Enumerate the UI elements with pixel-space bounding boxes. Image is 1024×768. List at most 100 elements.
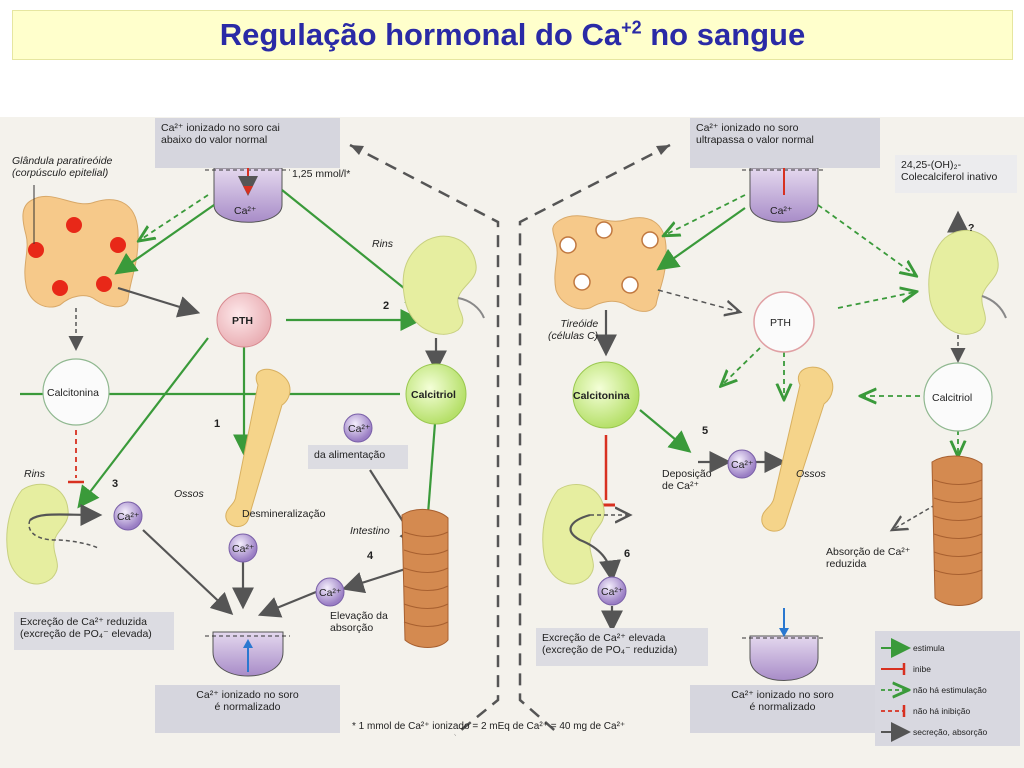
parathyroid-cell [52, 280, 68, 296]
left-bottom-line2: é normalizado [214, 701, 281, 713]
gland-line2: (corpúsculo epitelial) [12, 167, 109, 179]
right-excretion-box: Excreção de Ca²⁺ elevada (excreção de PO… [536, 628, 708, 666]
ca-food-label: Ca²⁺ [348, 423, 371, 435]
ca-intestine-label: Ca²⁺ [319, 587, 342, 599]
right-excr-line1: Excreção de Ca²⁺ elevada [542, 632, 666, 644]
left-bottom-line1: Ca²⁺ ionizado no soro [196, 689, 299, 701]
footnote: * 1 mmol de Ca²⁺ ionizado = 2 mEq de Ca²… [352, 721, 626, 732]
calcitonina-circle-left [42, 358, 110, 426]
calcitriol-circle-left [405, 363, 467, 425]
vitd-line2: Colecalciferol inativo [901, 171, 998, 183]
left-excretion-box: Excreção de Ca²⁺ reduzida (excreção de P… [14, 612, 174, 650]
thyroid-cell [621, 276, 639, 294]
calcitonina-circle-right [572, 361, 640, 429]
calcitonina-label-left: Calcitonina [47, 387, 99, 399]
ca-deposition-label: Ca²⁺ [731, 459, 754, 471]
title-suffix: no sangue [641, 17, 806, 52]
ca-kidney-circle-right [597, 576, 627, 606]
title-superscript: +2 [621, 17, 642, 38]
right-bottom-line2: é normalizado [749, 701, 816, 713]
intestine-left [401, 508, 449, 648]
ca-kidney-circle-left [113, 501, 143, 531]
absorcao-line2: reduzida [826, 558, 867, 570]
bone-left [225, 368, 291, 527]
elevacao-line2: absorção [330, 622, 374, 634]
title-prefix: Regulação hormonal do Ca [219, 17, 622, 52]
left-top-line1: Ca²⁺ ionizado no soro cai [161, 122, 280, 134]
parathyroid-cell [66, 217, 82, 233]
deposicao-line1: Deposição [662, 468, 712, 480]
ca-kidney-label-right: Ca²⁺ [601, 586, 624, 598]
right-top-line2: ultrapassa o valor normal [696, 134, 814, 146]
legend: estimula inibe não há estimulação não há… [875, 631, 1020, 746]
food-box: da alimentação [308, 445, 408, 469]
gland-label: Glândula paratireóide (corpúsculo epitel… [12, 155, 112, 179]
absorcao-line1: Absorção de Ca²⁺ [826, 546, 911, 558]
vitd-line1: 24,25-(OH)₂- [901, 159, 962, 171]
right-bottom-cup [749, 635, 819, 681]
intestine-right [931, 455, 983, 606]
title-bar: Regulação hormonal do Ca+2 no sangue [12, 10, 1013, 60]
calcitriol-label-left: Calcitriol [411, 389, 456, 401]
right-cup-label: Ca²⁺ [770, 205, 793, 217]
ca-bone-circle-left [228, 533, 258, 563]
legend-inhibits: inibe [913, 664, 931, 674]
pth-circle-left [216, 292, 272, 348]
left-level-label: 1,25 mmol/l* [292, 168, 351, 180]
parathyroid-cell [28, 242, 44, 258]
thyroid-cell [559, 236, 577, 254]
legend-stimulates: estimula [913, 643, 945, 653]
legend-no-inhibition: não há inibição [913, 706, 971, 716]
elevacao-label: Elevação da absorção [330, 610, 388, 634]
ca-intestine-circle-left [315, 577, 345, 607]
parathyroid-cell [110, 237, 126, 253]
right-top-box: Ca²⁺ ionizado no soro ultrapassa o valor… [690, 118, 880, 168]
pth-circle-right [753, 291, 815, 353]
desmin-label: Desmineralização [242, 508, 326, 520]
rins-top-label: Rins [372, 238, 394, 250]
thyroid-cell [641, 231, 659, 249]
num1: 1 [214, 418, 221, 430]
bone-right [761, 366, 834, 532]
rins-left-label: Rins [24, 468, 46, 480]
calcitonina-label-right: Calcitonina [573, 390, 630, 402]
num4: 4 [367, 550, 374, 562]
pth-label-left: PTH [232, 315, 253, 327]
left-bottom-box: Ca²⁺ ionizado no soro é normalizado [155, 685, 340, 733]
ca-bone-label-left: Ca²⁺ [232, 543, 255, 555]
ossos-left-label: Ossos [174, 488, 204, 500]
question-mark: ? [968, 222, 975, 234]
right-bottom-box: Ca²⁺ ionizado no soro é normalizado [690, 685, 875, 733]
left-excr-line1: Excreção de Ca²⁺ reduzida [20, 616, 147, 628]
absorcao-label: Absorção de Ca²⁺ reduzida [826, 546, 910, 570]
deposicao-label: Deposição de Ca²⁺ [662, 468, 712, 492]
left-top-line2: abaixo do valor normal [161, 134, 268, 146]
elevacao-line1: Elevação da [330, 610, 388, 622]
legend-no-stimulation: não há estimulação [913, 685, 987, 695]
num6: 6 [624, 548, 631, 560]
ca-kidney-label-left: Ca²⁺ [117, 511, 140, 523]
left-top-box: Ca²⁺ ionizado no soro cai abaixo do valo… [155, 118, 340, 168]
page-title: Regulação hormonal do Ca+2 no sangue [220, 17, 806, 53]
num5: 5 [702, 425, 709, 437]
legend-secretion: secreção, absorção [913, 727, 988, 737]
thyroid-cell [573, 273, 591, 291]
parathyroid-cell [96, 276, 112, 292]
num2: 2 [383, 300, 390, 312]
diagram-panel [0, 117, 1024, 768]
kidney-bottom-left [6, 483, 69, 585]
tireoide-label: Tireóide (células C) [548, 318, 598, 342]
ca-deposition-circle-right [727, 449, 757, 479]
calcitriol-label-right: Calcitriol [932, 392, 973, 404]
thyroid-cell [595, 221, 613, 239]
gland-line1: Glândula paratireóide [12, 155, 113, 167]
left-cup-label: Ca²⁺ [234, 205, 257, 217]
intestino-label: Intestino [350, 525, 390, 537]
kidney-top-left [402, 235, 477, 335]
kidney-top-right [928, 229, 999, 335]
legend-graphics [881, 638, 911, 742]
right-bottom-line1: Ca²⁺ ionizado no soro [731, 689, 834, 701]
vitd-box: 24,25-(OH)₂- Colecalciferol inativo [895, 155, 1017, 193]
right-top-line1: Ca²⁺ ionizado no soro [696, 122, 799, 134]
